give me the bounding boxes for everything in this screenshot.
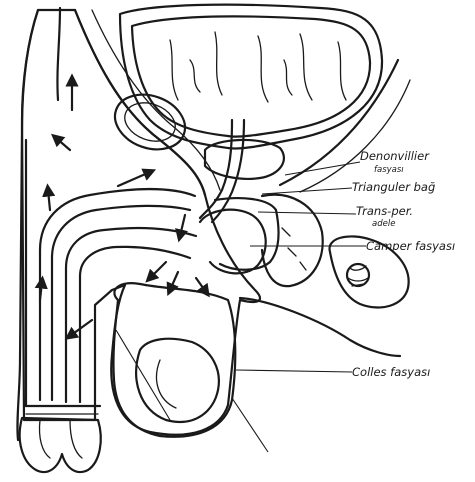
perineal-body-dash <box>288 248 296 256</box>
urogenital-diaphragm <box>215 198 278 270</box>
arrow-icon <box>56 138 70 150</box>
bladder-outer <box>120 5 382 149</box>
arrow-icon <box>196 278 206 292</box>
arrow-icon <box>170 272 178 290</box>
corpus-spongiosum-inner <box>80 247 190 402</box>
bladder-mucosa-fold <box>170 40 178 100</box>
testis-inner <box>157 360 176 408</box>
corpus-cavernosum <box>40 189 195 400</box>
leader-scrotum <box>232 398 268 452</box>
perineal-body-dash <box>300 262 306 270</box>
bladder-mucosa-fold <box>284 60 292 95</box>
bulb-of-penis <box>200 210 266 274</box>
testis <box>136 339 219 422</box>
label-trans-per: Trans-per. <box>356 204 413 218</box>
bladder-mucosa-fold <box>300 34 312 100</box>
anus-icon <box>347 264 369 286</box>
bladder-mucosa-fold <box>338 42 346 100</box>
bladder-mucosa-fold <box>190 60 200 92</box>
leader-denonvillier <box>285 162 360 175</box>
label-trans-per-2: adele <box>372 219 395 229</box>
glans-inner <box>39 420 82 458</box>
peritoneal-line-2 <box>300 80 410 192</box>
corpus-cavernosum-inner <box>52 206 190 400</box>
arrow-icon <box>48 190 50 210</box>
leader-penis <box>116 330 170 420</box>
fascia-line-inner <box>92 10 220 190</box>
perineal-body-dash <box>282 228 290 236</box>
glans <box>20 418 101 472</box>
label-colles: Colles fasyası <box>352 365 430 379</box>
bladder-mucosa-fold <box>215 32 222 95</box>
bladder-mucosa-fold <box>258 36 268 102</box>
leader-colles <box>236 370 352 372</box>
arrow-icon <box>118 172 150 186</box>
arrow-icon <box>150 262 166 278</box>
abdominal-wall-inner <box>57 8 60 100</box>
label-trianguler: Trianguler bağ <box>352 180 435 194</box>
perineal-body <box>262 195 323 286</box>
label-denonvillier-2: fasyası <box>374 165 404 175</box>
abdominal-wall-outer <box>17 10 38 440</box>
leader-trans-per <box>258 212 356 214</box>
bladder-wall <box>132 16 370 136</box>
scrotum <box>113 283 235 437</box>
label-camper: Camper fasyası <box>366 239 455 253</box>
label-denonvillier: Denonvillier <box>360 149 430 163</box>
